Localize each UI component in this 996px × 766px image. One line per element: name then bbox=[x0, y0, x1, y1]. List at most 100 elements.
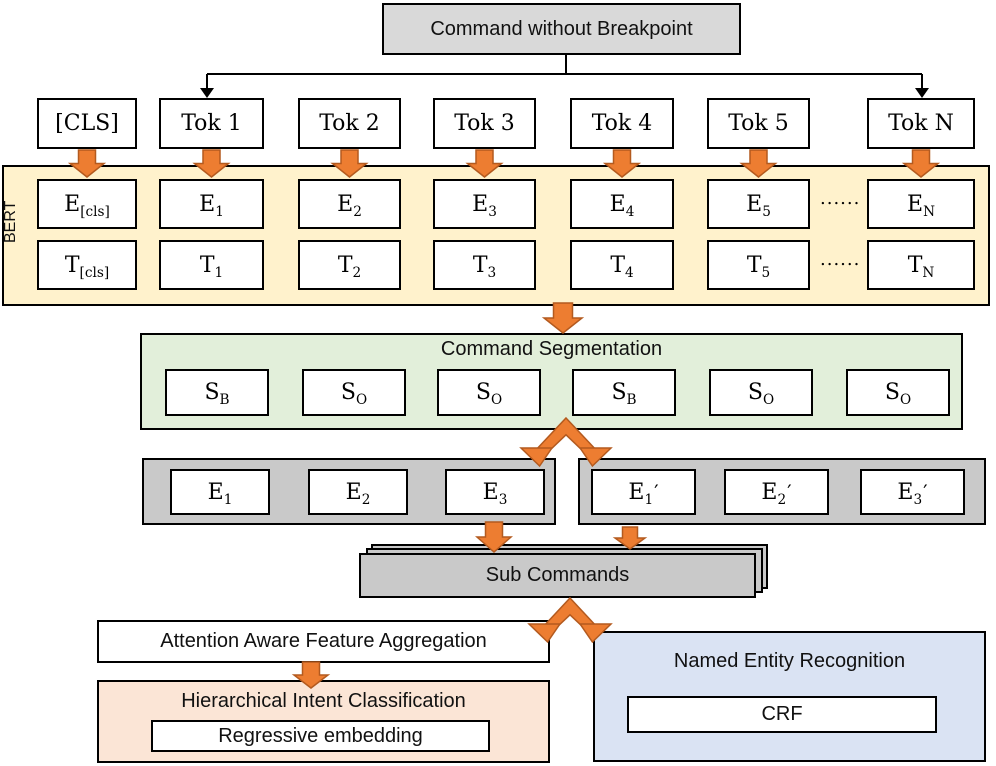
output-box: TN bbox=[867, 240, 975, 290]
output-label: T5 bbox=[746, 252, 771, 281]
group-2-embedding-box: E3′ bbox=[860, 469, 965, 515]
ner-title: Named Entity Recognition bbox=[673, 650, 906, 672]
attention-aggregation-label: Attention Aware Feature Aggregation bbox=[160, 630, 487, 652]
embedding-box: EN bbox=[867, 179, 975, 229]
segmentation-split-arrow bbox=[532, 416, 600, 453]
embedding-box: E1 bbox=[159, 179, 264, 229]
group-2-embedding-box: E1′ bbox=[591, 469, 696, 515]
output-box: T[cls] bbox=[37, 240, 137, 290]
token-box: Tok 5 bbox=[707, 98, 810, 149]
token-label: Tok 5 bbox=[728, 111, 789, 136]
regressive-embedding-box: Regressive embedding bbox=[151, 720, 490, 752]
token-to-embedding-arrow bbox=[901, 149, 941, 178]
token-box: Tok N bbox=[867, 98, 975, 149]
group-embedding-label: E2 bbox=[345, 479, 371, 508]
output-box: T3 bbox=[433, 240, 536, 290]
segmentation-tag-box: SO bbox=[302, 369, 406, 416]
embedding-label: E[cls] bbox=[64, 191, 110, 220]
embedding-box: E[cls] bbox=[37, 179, 137, 229]
aggregation-to-intent-arrow bbox=[291, 661, 331, 689]
intent-classification-title: Hierarchical Intent Classification bbox=[181, 690, 466, 712]
token-label: Tok 1 bbox=[181, 111, 242, 136]
output-label: T4 bbox=[610, 252, 634, 281]
segmentation-title: Command Segmentation bbox=[440, 338, 663, 360]
embedding-box: E4 bbox=[570, 179, 674, 229]
group-embedding-label: E3 bbox=[482, 479, 508, 508]
segmentation-tag-box: SO bbox=[437, 369, 541, 416]
sub-commands-box: Sub Commands bbox=[359, 553, 756, 598]
embedding-label: E5 bbox=[746, 191, 771, 220]
segmentation-tag-box: SB bbox=[572, 369, 676, 416]
group-embedding-label: E3′ bbox=[897, 479, 928, 508]
segmentation-tag-label: SO bbox=[340, 380, 368, 408]
token-label: Tok 2 bbox=[319, 111, 380, 136]
embedding-label: E3 bbox=[472, 191, 497, 220]
group-embedding-label: E2′ bbox=[761, 479, 792, 508]
token-box: [CLS] bbox=[37, 98, 137, 149]
token-label: Tok N bbox=[888, 111, 954, 136]
output-label: T[cls] bbox=[64, 252, 110, 281]
bert-to-segmentation-arrow bbox=[541, 302, 585, 334]
output-box: T5 bbox=[707, 240, 810, 290]
group-1-embedding-box: E2 bbox=[308, 469, 408, 515]
sub-commands-split-arrow-left-head bbox=[527, 623, 562, 644]
input-command-box: Command without Breakpoint bbox=[382, 3, 741, 55]
token-to-embedding-arrow bbox=[602, 149, 642, 178]
segmentation-tag-label: SB bbox=[204, 380, 230, 408]
attention-aggregation-box: Attention Aware Feature Aggregation bbox=[97, 620, 550, 663]
segmentation-tag-label: SO bbox=[747, 380, 775, 408]
token-to-embedding-arrow bbox=[330, 149, 369, 178]
group-1-to-sub-commands-arrow bbox=[475, 521, 513, 554]
embedding-label: EN bbox=[907, 191, 935, 220]
embedding-label: E1 bbox=[199, 191, 224, 220]
output-box: T4 bbox=[570, 240, 674, 290]
group-2-to-sub-commands-arrow bbox=[612, 526, 648, 550]
ellipsis: ...... bbox=[820, 188, 861, 209]
output-label: T3 bbox=[472, 252, 497, 281]
group-1-embedding-box: E1 bbox=[170, 469, 270, 515]
token-box: Tok 2 bbox=[298, 98, 401, 149]
token-box: Tok 1 bbox=[159, 98, 264, 149]
group-2-embedding-box: E2′ bbox=[724, 469, 829, 515]
sub-commands-split-arrow-right-head bbox=[578, 623, 613, 644]
token-to-embedding-arrow bbox=[192, 149, 231, 178]
group-1-embedding-box: E3 bbox=[445, 469, 545, 515]
segmentation-tag-label: SB bbox=[611, 380, 637, 408]
segmentation-tag-label: SO bbox=[884, 380, 912, 408]
output-box: T1 bbox=[159, 240, 264, 290]
token-label: [CLS] bbox=[55, 111, 119, 136]
token-box: Tok 4 bbox=[570, 98, 674, 149]
output-label: T1 bbox=[199, 252, 224, 281]
segmentation-tag-box: SO bbox=[709, 369, 813, 416]
segmentation-tag-label: SO bbox=[475, 380, 503, 408]
output-box: T2 bbox=[298, 240, 401, 290]
segmentation-panel bbox=[140, 333, 963, 430]
token-to-embedding-arrow bbox=[739, 149, 778, 178]
token-box: Tok 3 bbox=[433, 98, 536, 149]
input-command-label: Command without Breakpoint bbox=[430, 17, 693, 40]
ellipsis: ...... bbox=[820, 249, 861, 270]
sub-commands-label: Sub Commands bbox=[485, 564, 630, 586]
group-embedding-label: E1 bbox=[207, 479, 233, 508]
segmentation-tag-box: SB bbox=[165, 369, 269, 416]
crf-label: CRF bbox=[761, 703, 803, 725]
token-to-embedding-arrow bbox=[67, 149, 107, 178]
segmentation-split-arrow-left-head bbox=[519, 447, 554, 468]
embedding-label: E2 bbox=[337, 191, 362, 220]
group-embedding-label: E1′ bbox=[628, 479, 659, 508]
embedding-box: E2 bbox=[298, 179, 401, 229]
output-label: TN bbox=[907, 252, 935, 281]
regressive-embedding-label: Regressive embedding bbox=[218, 724, 423, 747]
segmentation-split-arrow-right-head bbox=[578, 447, 613, 468]
embedding-box: E5 bbox=[707, 179, 810, 229]
token-label: Tok 4 bbox=[591, 111, 653, 136]
token-to-embedding-arrow bbox=[465, 149, 504, 178]
embedding-box: E3 bbox=[433, 179, 536, 229]
output-label: T2 bbox=[337, 252, 362, 281]
crf-box: CRF bbox=[627, 696, 937, 733]
segmentation-tag-box: SO bbox=[846, 369, 950, 416]
token-label: Tok 3 bbox=[454, 111, 515, 136]
